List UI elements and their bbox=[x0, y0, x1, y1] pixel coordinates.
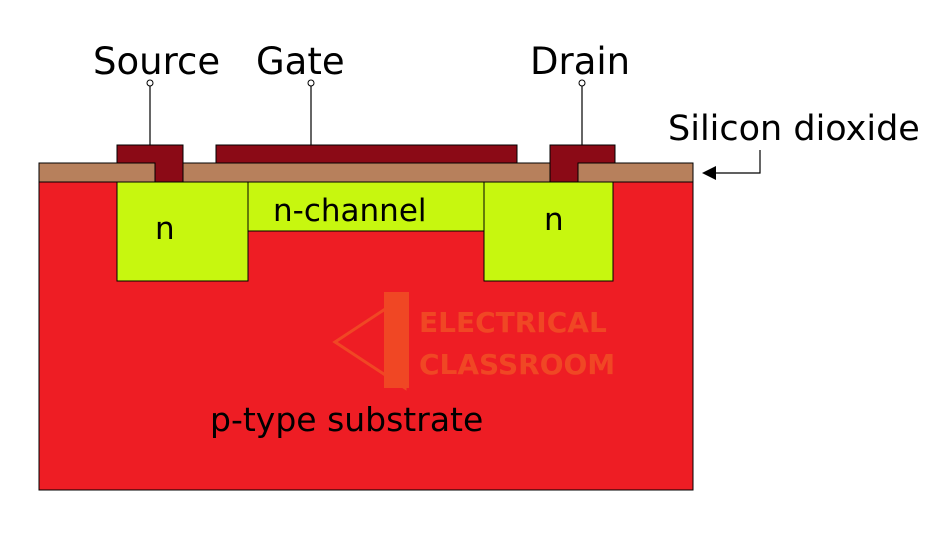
drain-terminal-icon bbox=[578, 79, 586, 87]
watermark-text-line2: CLASSROOM bbox=[419, 348, 615, 381]
gate-label: Gate bbox=[256, 40, 345, 83]
oxide-layer-left bbox=[38, 162, 156, 183]
oxide-label: Silicon dioxide bbox=[668, 109, 920, 149]
oxide-pointer-arrow-icon bbox=[702, 166, 716, 180]
drain-region-label: n bbox=[544, 202, 564, 238]
substrate-label: p-type substrate bbox=[210, 400, 483, 439]
source-label: Source bbox=[93, 40, 220, 83]
n-channel-region bbox=[247, 181, 485, 232]
source-terminal-icon bbox=[146, 79, 154, 87]
watermark-logo: ELECTRICAL CLASSROOM bbox=[332, 292, 615, 391]
source-n-region bbox=[116, 181, 249, 282]
source-region-label: n bbox=[155, 211, 175, 247]
oxide-layer-right bbox=[577, 162, 694, 183]
gate-terminal-icon bbox=[307, 79, 315, 87]
channel-label: n-channel bbox=[273, 193, 427, 229]
gate-contact bbox=[215, 144, 518, 164]
watermark-bar-icon bbox=[384, 292, 409, 388]
oxide-layer-middle bbox=[182, 162, 551, 183]
source-contact bbox=[116, 144, 184, 183]
drain-label: Drain bbox=[530, 40, 630, 83]
watermark-text-line1: ELECTRICAL bbox=[419, 306, 607, 339]
drain-contact bbox=[549, 144, 616, 183]
oxide-pointer-line bbox=[714, 150, 761, 174]
drain-n-region bbox=[483, 181, 614, 282]
